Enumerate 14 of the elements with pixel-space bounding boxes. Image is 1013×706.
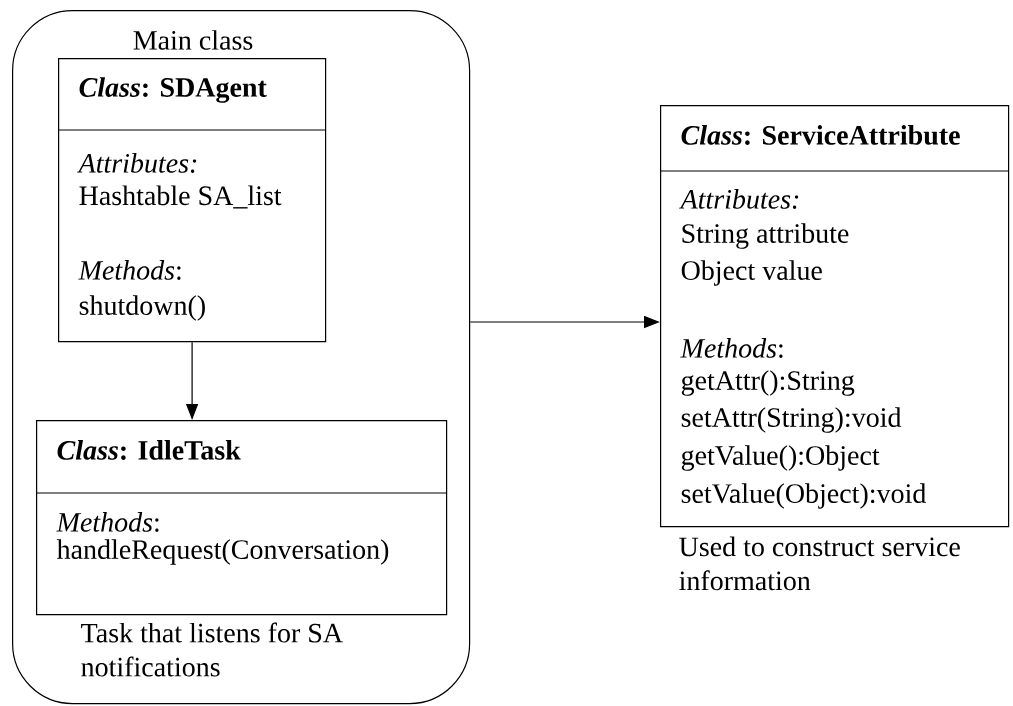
class-box: Class: IdleTask Methods: handleRequest(Conversation) xyxy=(35,420,448,616)
node-label: Attributes: xyxy=(679,189,799,209)
class-box: Class: SDAgent Attributes: Hashtable SA_list Methods: shutdown() xyxy=(57,58,327,343)
node-label: Methods: xyxy=(680,338,783,358)
node-label: Class: ServiceAttribute xyxy=(681,125,960,145)
class-box: Class: ServiceAttribute Attributes: String attribute Object value Methods: getAttr():String setAttr(String):void getValue():Object setValue(Object):void xyxy=(659,105,1010,528)
node-label: getAttr():String xyxy=(681,370,855,396)
node-label: Task that listens for SA notifications xyxy=(81,622,343,677)
node-label: String attribute xyxy=(682,223,849,249)
node-label: Used to construct service information xyxy=(679,536,960,591)
node-label: getValue():Object xyxy=(681,445,880,471)
node-label: setValue(Object):void xyxy=(681,483,927,509)
node-label: setAttr(String):void xyxy=(681,407,902,433)
node-label: Object value xyxy=(681,260,822,286)
